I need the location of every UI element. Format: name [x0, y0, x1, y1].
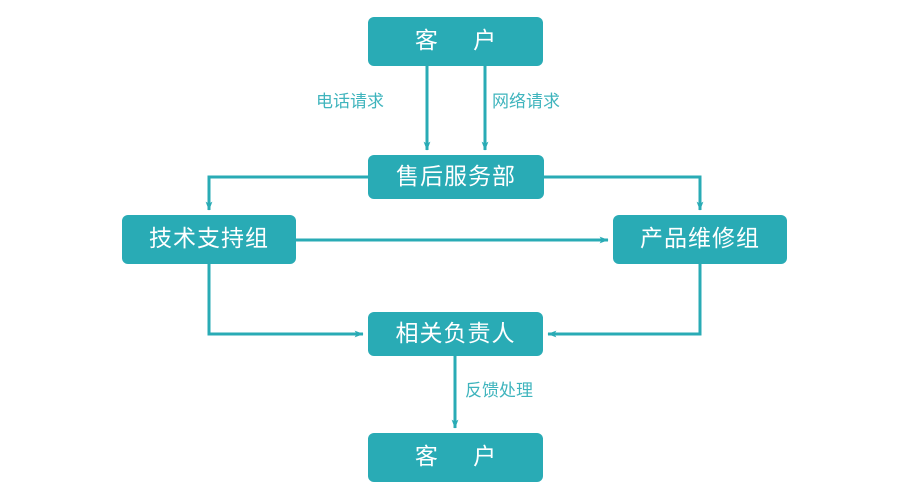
edge-label-network-request: 网络请求 — [492, 92, 560, 112]
node-customer-top[interactable]: 客 户 — [368, 17, 543, 66]
edge-label-feedback-process: 反馈处理 — [465, 381, 533, 401]
edge-label-phone-request: 电话请求 — [316, 92, 384, 112]
node-service-dept[interactable]: 售后服务部 — [368, 155, 544, 199]
node-product-repair[interactable]: 产品维修组 — [613, 215, 787, 264]
node-customer-bottom[interactable]: 客 户 — [368, 433, 543, 482]
node-tech-support[interactable]: 技术支持组 — [122, 215, 296, 264]
edge-product-repair-to-responsible — [547, 264, 702, 338]
edge-tech-support-to-responsible — [207, 264, 364, 338]
edge-service-to-tech-support — [205, 175, 368, 211]
node-responsible-person[interactable]: 相关负责人 — [368, 312, 543, 356]
edge-service-to-product-repair — [544, 175, 704, 211]
